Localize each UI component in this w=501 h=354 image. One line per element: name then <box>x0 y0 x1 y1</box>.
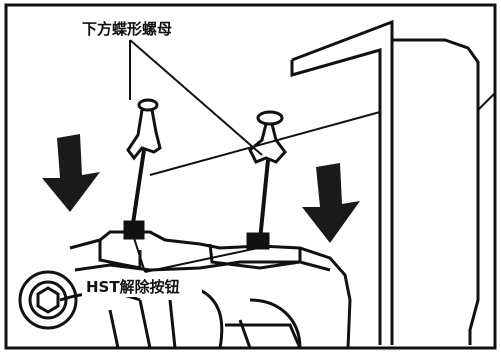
hex-bolt-icon <box>18 270 78 330</box>
machine-body <box>59 230 352 349</box>
down-arrow-icon <box>42 134 100 212</box>
border <box>4 3 497 350</box>
wing-nut-right <box>246 110 287 250</box>
down-arrow-icon <box>302 163 360 243</box>
top-callout-label: 下方蝶形螺母 <box>82 20 172 38</box>
reference-line <box>149 111 381 176</box>
callout-leaders <box>129 39 263 273</box>
mounting-bracket <box>290 19 497 345</box>
label-backdrop <box>82 275 202 297</box>
bottom-callout-label: HST解除按钮 <box>86 278 180 296</box>
wing-nut-left <box>123 98 162 240</box>
